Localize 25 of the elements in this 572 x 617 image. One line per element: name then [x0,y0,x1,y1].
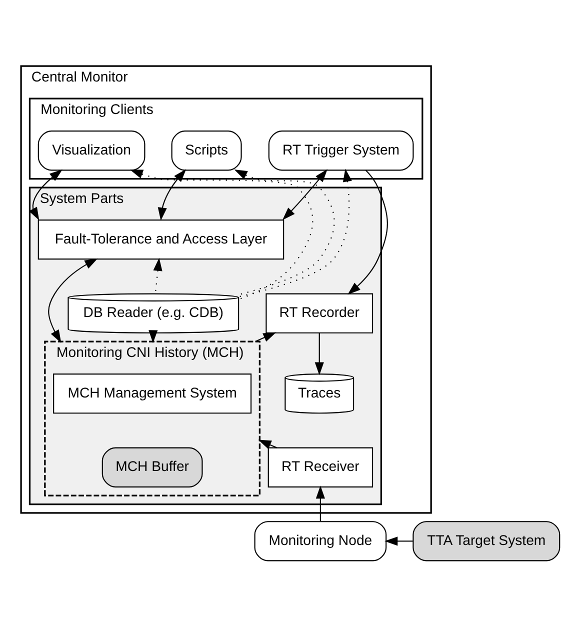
arrow [234,168,335,296]
node-box: MCH Buffer [102,446,203,487]
arrow [28,168,63,220]
node-box: Visualization [38,130,146,170]
node-box: MCH Management System [53,373,252,414]
node-box: RT Recorder [266,292,374,333]
arrow [153,257,162,293]
arrow [384,536,413,546]
node-box: RT Trigger System [268,130,414,170]
arrow [148,330,158,343]
arrow [158,168,186,220]
arrow [255,332,276,342]
arrow [316,485,325,521]
arrow [258,439,278,449]
arrow [314,332,324,375]
node-box: Scripts [171,130,242,170]
arrow [348,169,388,294]
node-box: Monitoring Node [254,520,387,561]
node-box: RT Receiver [268,446,374,487]
arrow [282,168,328,220]
node-box: Fault-Tolerance and Access Layer [38,219,284,260]
arrow [130,169,314,300]
node-box: TTA Target System [412,520,560,561]
arrow [238,168,352,297]
arrow [48,258,98,342]
